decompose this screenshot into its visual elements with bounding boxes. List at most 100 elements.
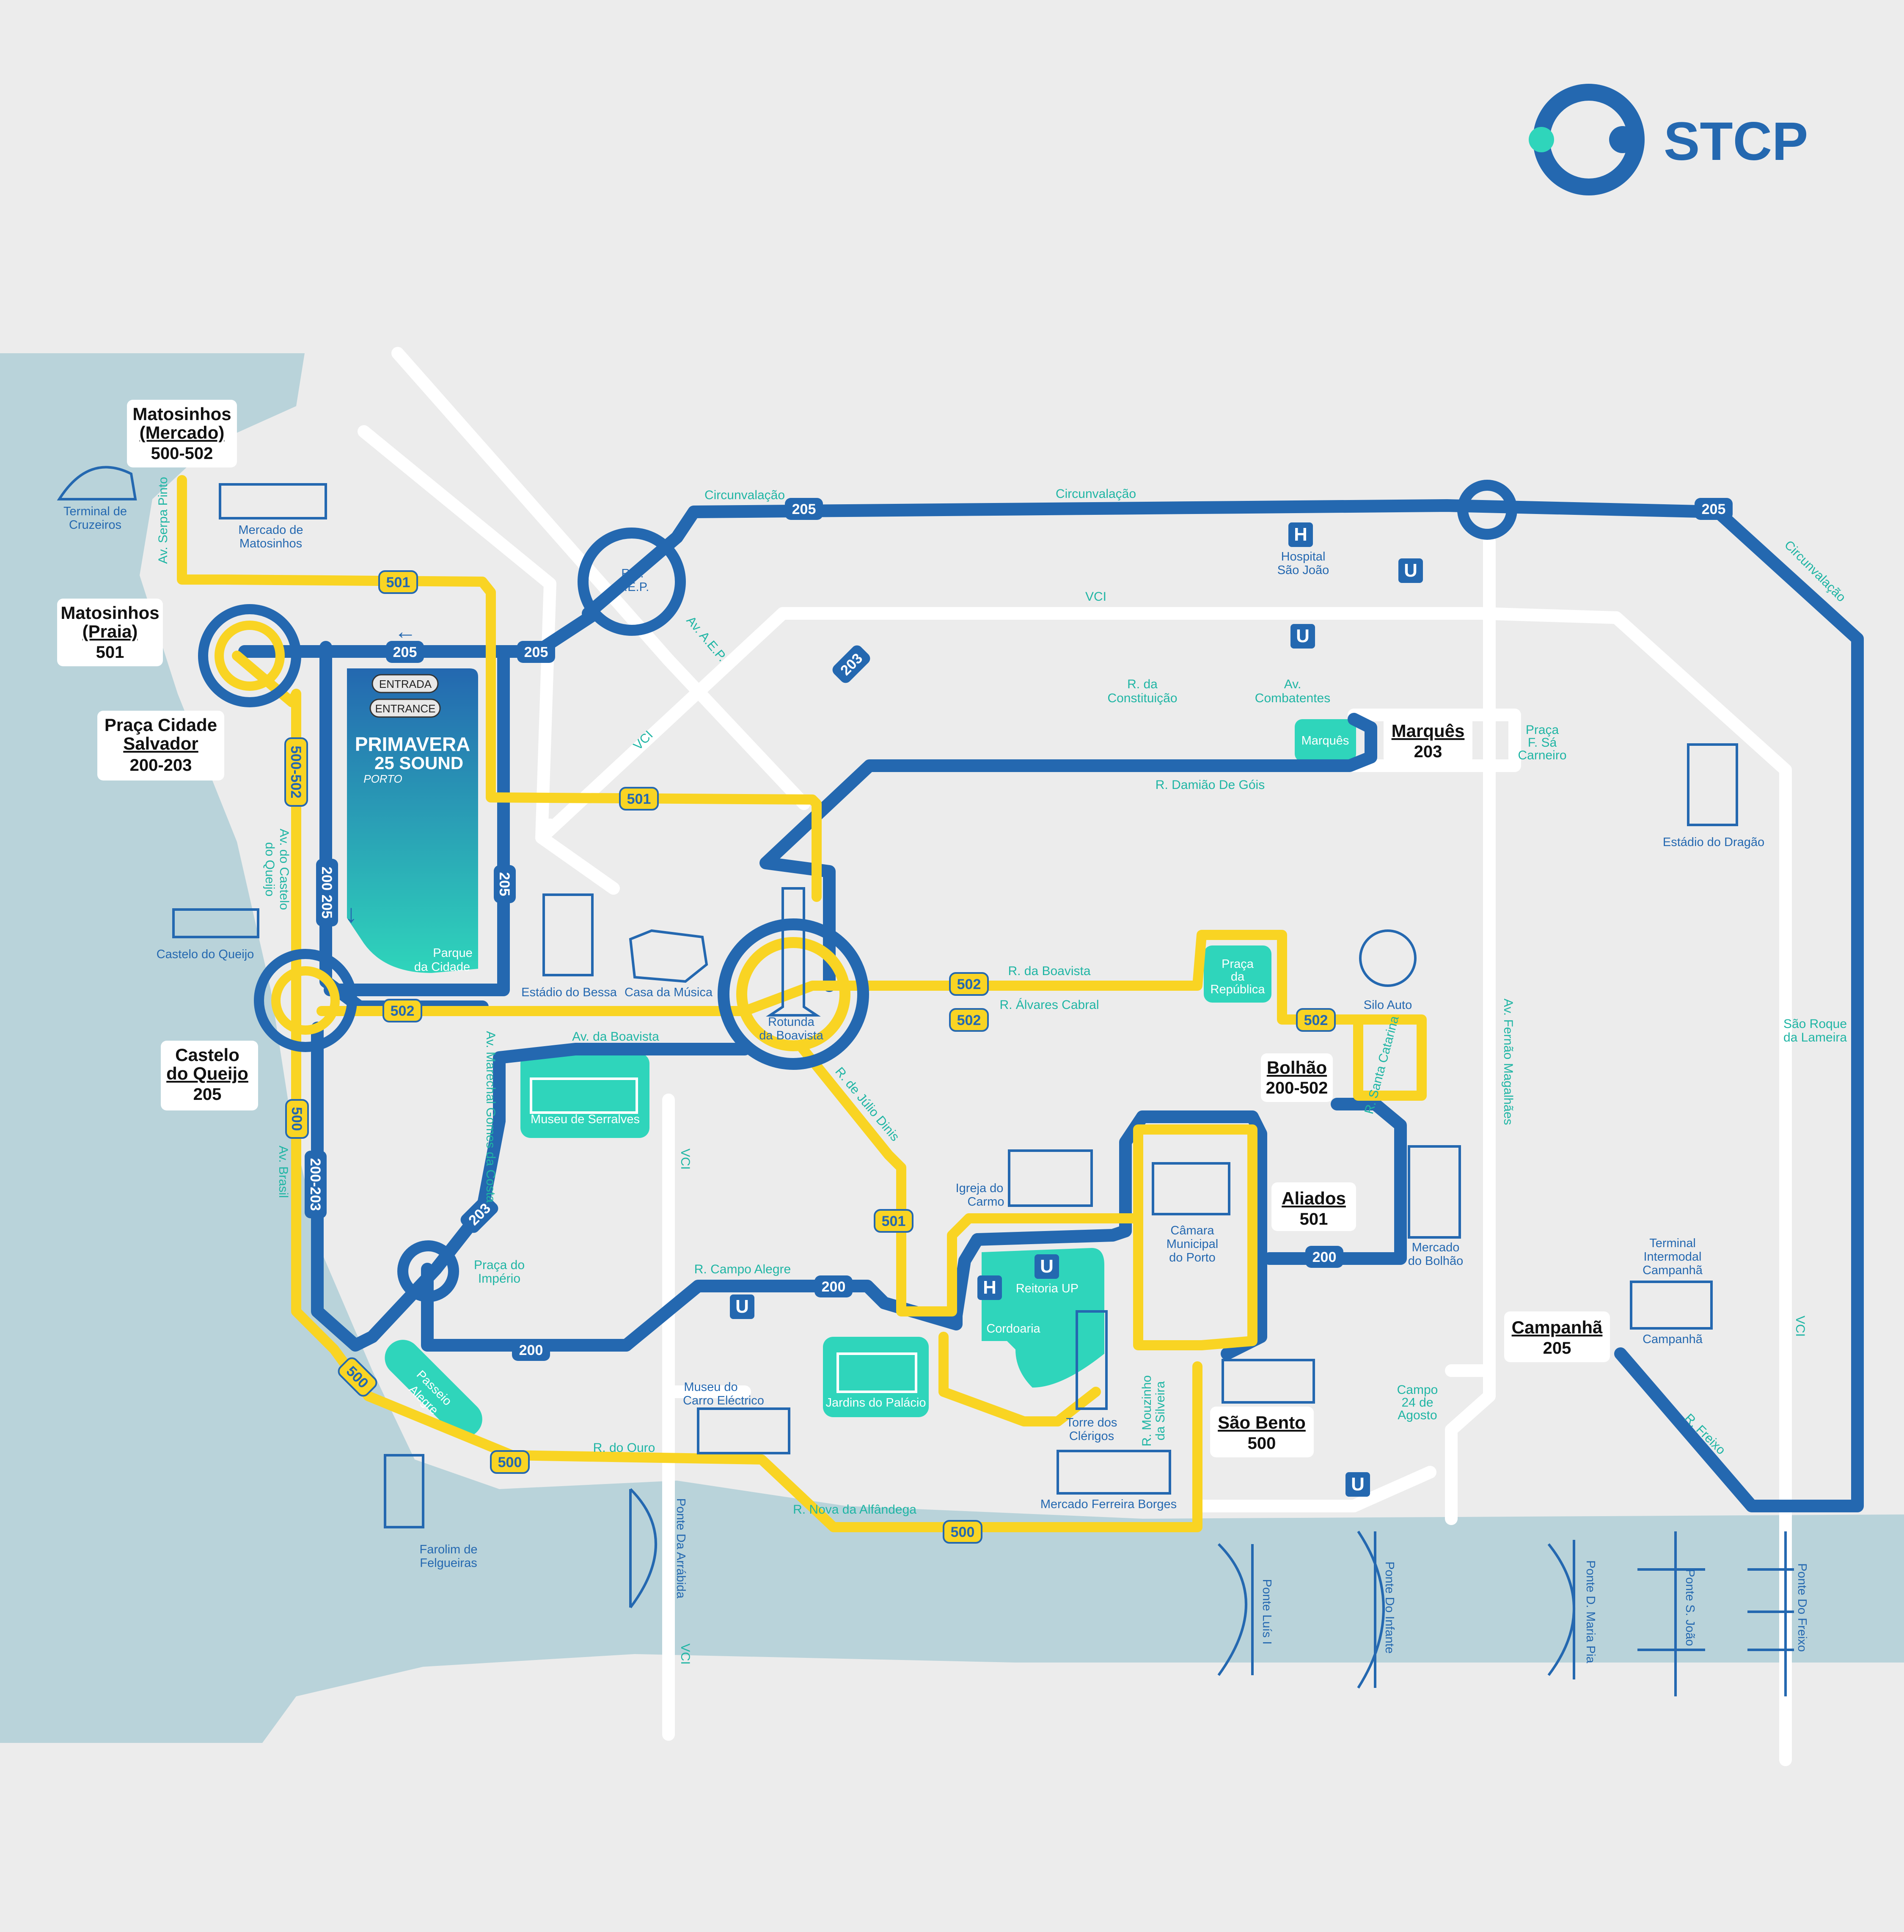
terminal-aliados: Aliados 501 (1271, 1182, 1356, 1231)
terminal-campanha-2-label: Intermodal (1643, 1250, 1701, 1264)
terminal-campanha-3-label: Campanhã (1643, 1264, 1703, 1277)
farolim-2-label: Felgueiras (420, 1556, 477, 1570)
name2-label: Salvador (123, 734, 198, 753)
praca-republica-label-2: da (1231, 970, 1245, 984)
t205-left-label: 205 (393, 644, 417, 660)
museu-serralves-label: Museu de Serralves (531, 1113, 640, 1126)
ring-matosinhos-inner (215, 621, 285, 691)
estadio-bessa-icon (542, 893, 594, 976)
farolim-1-label: Farolim de (420, 1543, 478, 1556)
line-200-203 (311, 1022, 751, 1352)
ring-boavista-inner (736, 937, 850, 1051)
name-label: Marquês (1392, 721, 1465, 741)
hospital-label: H (1294, 524, 1307, 545)
museu-serralves-icon (530, 1077, 638, 1114)
t502-a-label: 502 (957, 976, 981, 992)
t500-left-label: 500 (289, 1107, 305, 1131)
entrada-pill (371, 674, 439, 693)
parque-da-cidade (347, 668, 478, 973)
name1-label: Matosinhos (132, 404, 231, 424)
rot-aep-1-label: Rot. (621, 567, 644, 580)
rings (198, 480, 1517, 1302)
stcp-logo: STCP (1529, 84, 1808, 195)
vci-3-label: VCI (678, 1149, 692, 1170)
logo-dot-right (1609, 126, 1636, 153)
metro-label: U (1040, 1256, 1054, 1277)
campanha-small-label: Campanhã (1643, 1333, 1703, 1346)
cordoaria-area (982, 1248, 1104, 1388)
passeio-alegre-area (385, 1340, 482, 1437)
mercado-bolhao-1-label: Mercado (1412, 1241, 1460, 1254)
terminal-matosinhos-mercado: Matosinhos (Mercado) 500-502 (127, 400, 237, 467)
hospital-2-label: São João (1277, 563, 1329, 577)
metro-icon-3: U (1035, 1254, 1059, 1279)
name-label: São Bento (1218, 1413, 1306, 1432)
t502-left-label: 502 (391, 1003, 415, 1019)
routes-label: 203 (1414, 742, 1442, 761)
praca-imperio-2-label: Império (478, 1272, 520, 1286)
jardins-palacio-label: Jardins do Palácio (826, 1396, 926, 1410)
rotunda-2-label: da Boavista (759, 1029, 823, 1042)
metro-label: U (1296, 626, 1310, 646)
tag-203-diag: 203 (832, 645, 870, 683)
tag-200-205: 200 205 (316, 859, 338, 926)
terminal-praca-cidade-salvador: Praça Cidade Salvador 200-203 (97, 711, 224, 780)
ring-castelo-inner (271, 966, 340, 1035)
line-200 (421, 1110, 1267, 1360)
routes-label: 205 (193, 1085, 222, 1104)
igreja-carmo-1-label: Igreja do (956, 1182, 1004, 1195)
r-constituicao-1-label: R. da (1127, 677, 1158, 691)
t205-right-label: 205 (1702, 501, 1726, 517)
t205-top-label: 205 (792, 501, 816, 517)
mercado-ferreira-icon (1057, 1450, 1171, 1495)
mercado-matosinhos-1-label: Mercado de (238, 523, 303, 537)
parks (347, 668, 1356, 1437)
rot-aep-2-label: A.E.P. (616, 580, 649, 594)
name2-label: (Praia) (83, 621, 138, 641)
routes-label: 200-502 (1266, 1079, 1328, 1097)
rotunda-monument-icon (766, 887, 821, 1017)
line-200-east (1263, 1098, 1407, 1265)
symbols: H H U U U U U ← ↓ (345, 522, 1423, 1497)
name-label: Bolhão (1267, 1058, 1327, 1077)
parque-cidade-label-1: Parque (433, 946, 473, 960)
entrance-label: ENTRANCE (375, 702, 435, 715)
av-brasil-label: Av. Brasil (276, 1146, 290, 1198)
tag-205-right: 205 (1695, 498, 1733, 520)
routes-label: 200-203 (130, 756, 192, 775)
logo-text: STCP (1664, 111, 1808, 172)
ponte-maria-pia-label: Ponte D. Maria Pia (1584, 1560, 1597, 1663)
tag-500-502: 500-502 (284, 737, 308, 807)
sao-roque-2-label: da Lameira (1783, 1031, 1847, 1044)
r-ouro-label: R. do Ouro (593, 1441, 655, 1455)
sao-roque-1-label: São Roque (1783, 1017, 1847, 1031)
name-label: Campanhã (1512, 1317, 1603, 1337)
rotunda-1-label: Rotunda (768, 1015, 815, 1029)
poi-icons (57, 466, 1794, 1696)
mercado-bolhao-2-label: do Bolhão (1408, 1254, 1464, 1268)
terminal-cruzeiros-icon (57, 466, 137, 500)
museu-carro-2-label: Carro Eléctrico (683, 1394, 764, 1407)
metro-icon-1: U (1398, 558, 1423, 583)
estadio-dragao-label: Estádio do Dragão (1663, 835, 1764, 849)
name2-label: do Queijo (166, 1064, 248, 1083)
ponte-freixo-icon (1747, 1531, 1794, 1696)
mercado-matosinhos-2-label: Matosinhos (239, 537, 302, 550)
tag-500-ouro: 500 (490, 1450, 530, 1474)
river-douro (0, 353, 1904, 1743)
terminal-labels: Matosinhos (Mercado) 500-502 Matosinhos … (57, 400, 1610, 1457)
castelo-queijo-label: Castelo do Queijo (157, 948, 254, 961)
camara-municipal-icon (1152, 1162, 1230, 1215)
ring-aep (578, 528, 686, 636)
terminal-campanha: Campanhã 205 (1504, 1311, 1610, 1362)
jardins-palacio-icon (836, 1352, 917, 1393)
sao-bento-icon (1222, 1359, 1315, 1404)
estadio-dragao-icon (1687, 743, 1738, 826)
tag-501-low: 501 (874, 1209, 913, 1233)
av-combatentes-2-label: Combatentes (1255, 691, 1330, 705)
tag-500-bottom: 500 (943, 1520, 982, 1544)
hospital-sao-joao-icon: H (1288, 522, 1313, 547)
arrow-left-icon: ← (394, 619, 416, 644)
torre-clerigos-icon (1076, 1310, 1108, 1410)
